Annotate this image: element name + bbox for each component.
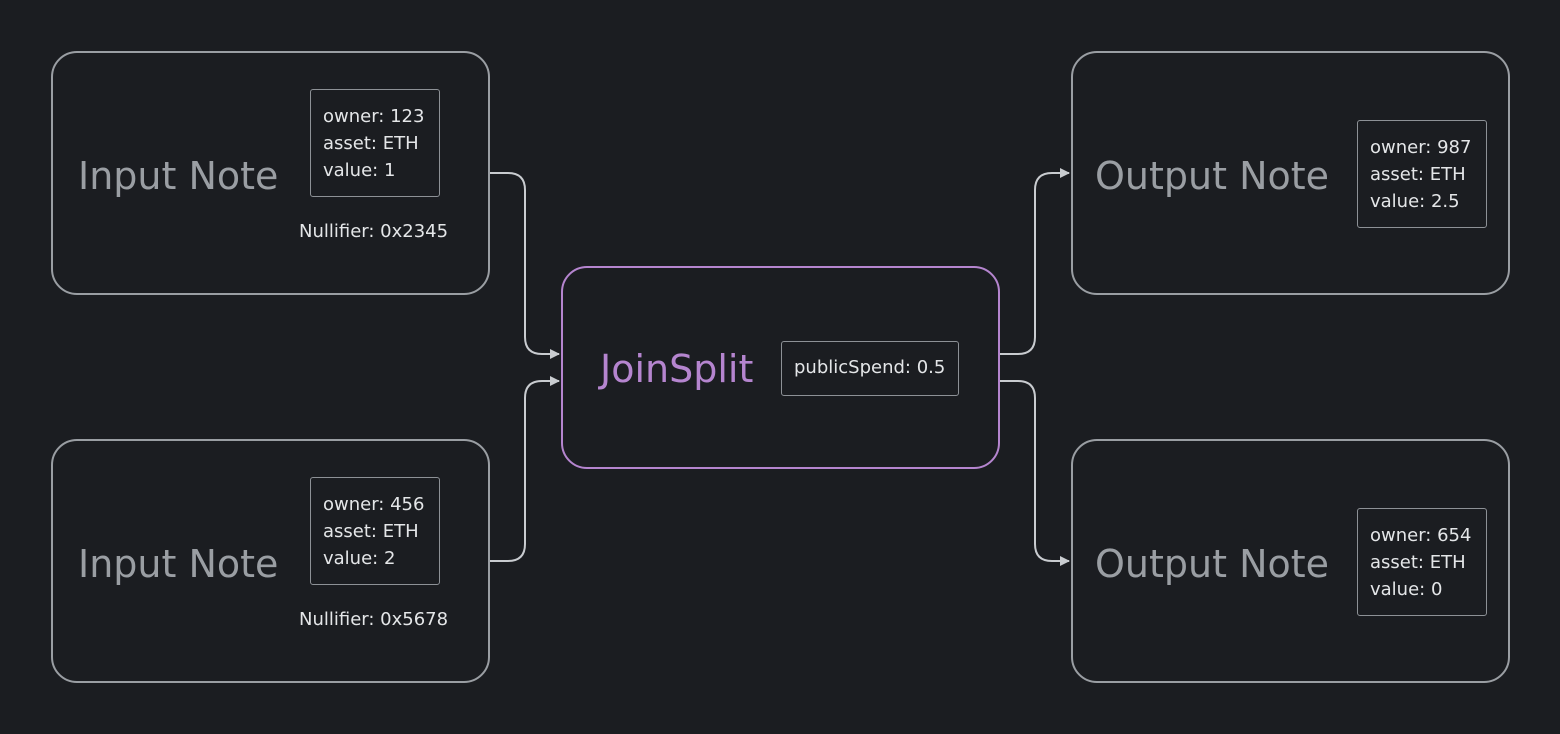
input-note-2-value: value: 2 xyxy=(323,548,396,569)
output-note-1-attributes: owner: 987 asset: ETH value: 2.5 xyxy=(1357,120,1487,228)
edge-joinsplit-to-output1 xyxy=(1000,168,1070,355)
input-note-2-asset: asset: ETH xyxy=(323,521,419,542)
input-note-2-attributes: owner: 456 asset: ETH value: 2 xyxy=(310,477,440,585)
input-note-1-nullifier: Nullifier: 0x2345 xyxy=(299,221,449,242)
input-note-2: Input Note owner: 456 asset: ETH value: … xyxy=(51,439,490,683)
joinsplit-node: JoinSplit publicSpend: 0.5 xyxy=(561,266,1000,469)
output-note-1-asset: asset: ETH xyxy=(1370,164,1466,185)
output-note-2-owner: owner: 654 xyxy=(1370,525,1472,546)
output-note-2-value: value: 0 xyxy=(1370,579,1443,600)
input-note-2-owner: owner: 456 xyxy=(323,494,425,515)
joinsplit-public-spend: publicSpend: 0.5 xyxy=(781,341,959,396)
input-note-1: Input Note owner: 123 asset: ETH value: … xyxy=(51,51,490,295)
input-note-1-attributes: owner: 123 asset: ETH value: 1 xyxy=(310,89,440,197)
edge-input2-to-joinsplit xyxy=(490,376,560,562)
output-note-1-owner: owner: 987 xyxy=(1370,137,1472,158)
output-note-2-title: Output Note xyxy=(1095,542,1330,586)
output-note-1-title: Output Note xyxy=(1095,154,1330,198)
output-note-1-value: value: 2.5 xyxy=(1370,191,1460,212)
input-note-1-owner: owner: 123 xyxy=(323,106,425,127)
input-note-1-value: value: 1 xyxy=(323,160,396,181)
edge-input1-to-joinsplit xyxy=(490,172,560,359)
output-note-2-asset: asset: ETH xyxy=(1370,552,1466,573)
input-note-1-title: Input Note xyxy=(78,154,279,198)
input-note-2-nullifier: Nullifier: 0x5678 xyxy=(299,609,449,630)
output-note-2: Output Note owner: 654 asset: ETH value:… xyxy=(1071,439,1510,683)
input-note-2-title: Input Note xyxy=(78,542,279,586)
input-note-1-asset: asset: ETH xyxy=(323,133,419,154)
edge-joinsplit-to-output2 xyxy=(1000,380,1070,566)
joinsplit-title: JoinSplit xyxy=(600,347,754,391)
output-note-1: Output Note owner: 987 asset: ETH value:… xyxy=(1071,51,1510,295)
output-note-2-attributes: owner: 654 asset: ETH value: 0 xyxy=(1357,508,1487,616)
